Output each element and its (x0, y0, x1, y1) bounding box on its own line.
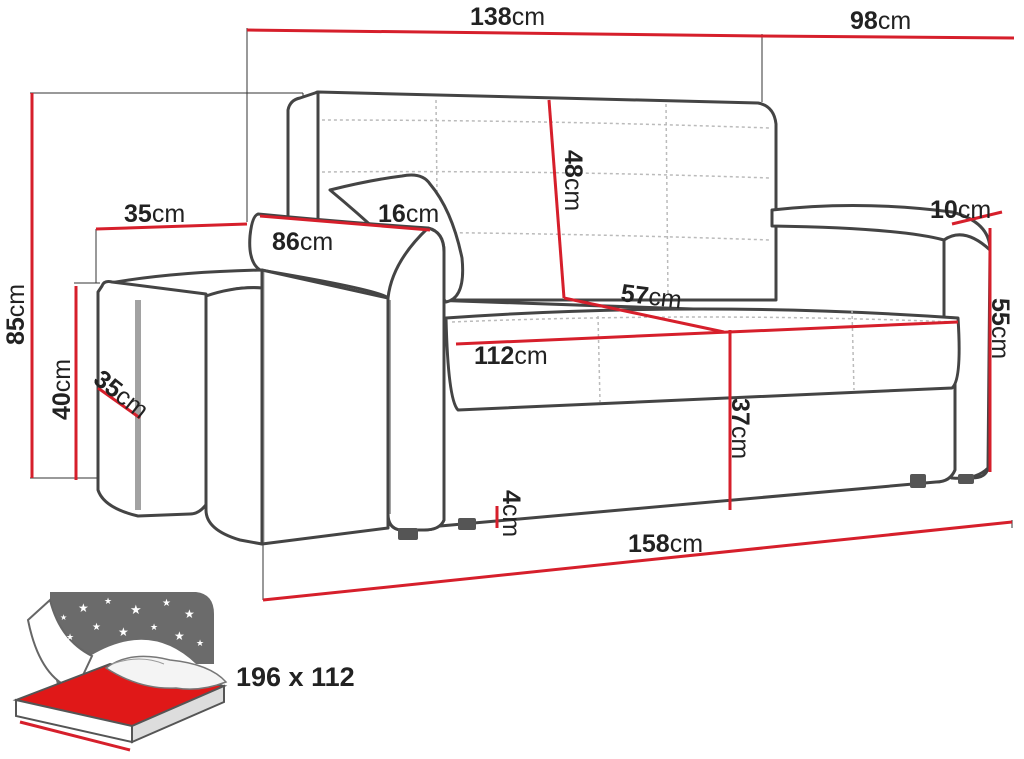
sofa-foot (458, 518, 476, 530)
label-seat-width: 112cm (474, 342, 548, 370)
dimension-labels: 138cm 98cm 85cm 35cm 86cm 16cm 48cm 10cm… (2, 3, 1014, 558)
label-depth-top: 98cm (850, 7, 911, 35)
sleeping-area-label: 196 x 112 (236, 662, 355, 692)
label-arm-height: 55cm (986, 298, 1014, 359)
dim-line-35-pouf (97, 386, 141, 420)
stars: ★ ★ ★ ★ ★ ★ ★ ★ ★ ★ ★ ★ ★ (60, 597, 204, 653)
dim-line-35-top (95, 222, 248, 231)
svg-text:★: ★ (78, 601, 89, 615)
svg-text:★: ★ (140, 642, 149, 653)
dim-line-138 (246, 28, 763, 38)
sofa-foot (398, 528, 418, 540)
dim-line-86 (259, 214, 431, 232)
label-armrest-length: 86cm (272, 228, 333, 256)
sofa-foot (910, 474, 926, 488)
sofa-drawing (248, 90, 992, 546)
dim-line-48 (547, 99, 566, 299)
label-pouf-height: 40cm (48, 359, 76, 420)
bed-icon: ★ ★ ★ ★ ★ ★ ★ ★ ★ ★ ★ ★ ★ (12, 592, 228, 752)
svg-text:★: ★ (196, 639, 204, 649)
label-armrest-width: 16cm (378, 200, 439, 228)
label-total-height: 85cm (2, 284, 30, 345)
dimension-lines (30, 28, 1015, 602)
label-seat-height: 37cm (726, 398, 754, 459)
stars-icon (50, 592, 214, 696)
label-arm-width-right: 10cm (930, 196, 991, 224)
extension-lines (30, 28, 1013, 600)
dim-line-112 (455, 320, 959, 346)
dim-line-158 (262, 520, 1013, 602)
svg-text:★: ★ (118, 625, 129, 639)
dim-line-10 (951, 210, 1003, 226)
svg-text:★: ★ (184, 607, 195, 621)
label-leg-height: 4cm (497, 490, 525, 537)
svg-text:★: ★ (60, 613, 67, 622)
label-backrest-height: 48cm (559, 150, 587, 211)
dim-line-98 (761, 34, 1015, 40)
label-seat-depth: 57cm (619, 279, 683, 314)
svg-text:★: ★ (66, 633, 74, 643)
svg-text:★: ★ (150, 623, 158, 633)
pouf-drawing (96, 268, 264, 546)
svg-text:★: ★ (104, 597, 112, 607)
sofa-foot (958, 474, 974, 484)
dim-line-57 (563, 296, 725, 334)
label-total-width: 158cm (628, 530, 703, 558)
svg-text:★: ★ (92, 622, 101, 633)
label-width-top: 138cm (470, 3, 545, 31)
svg-text:★: ★ (162, 598, 171, 609)
label-pouf-depth: 35cm (124, 200, 185, 228)
svg-text:★: ★ (130, 603, 142, 618)
svg-text:★: ★ (174, 629, 185, 643)
